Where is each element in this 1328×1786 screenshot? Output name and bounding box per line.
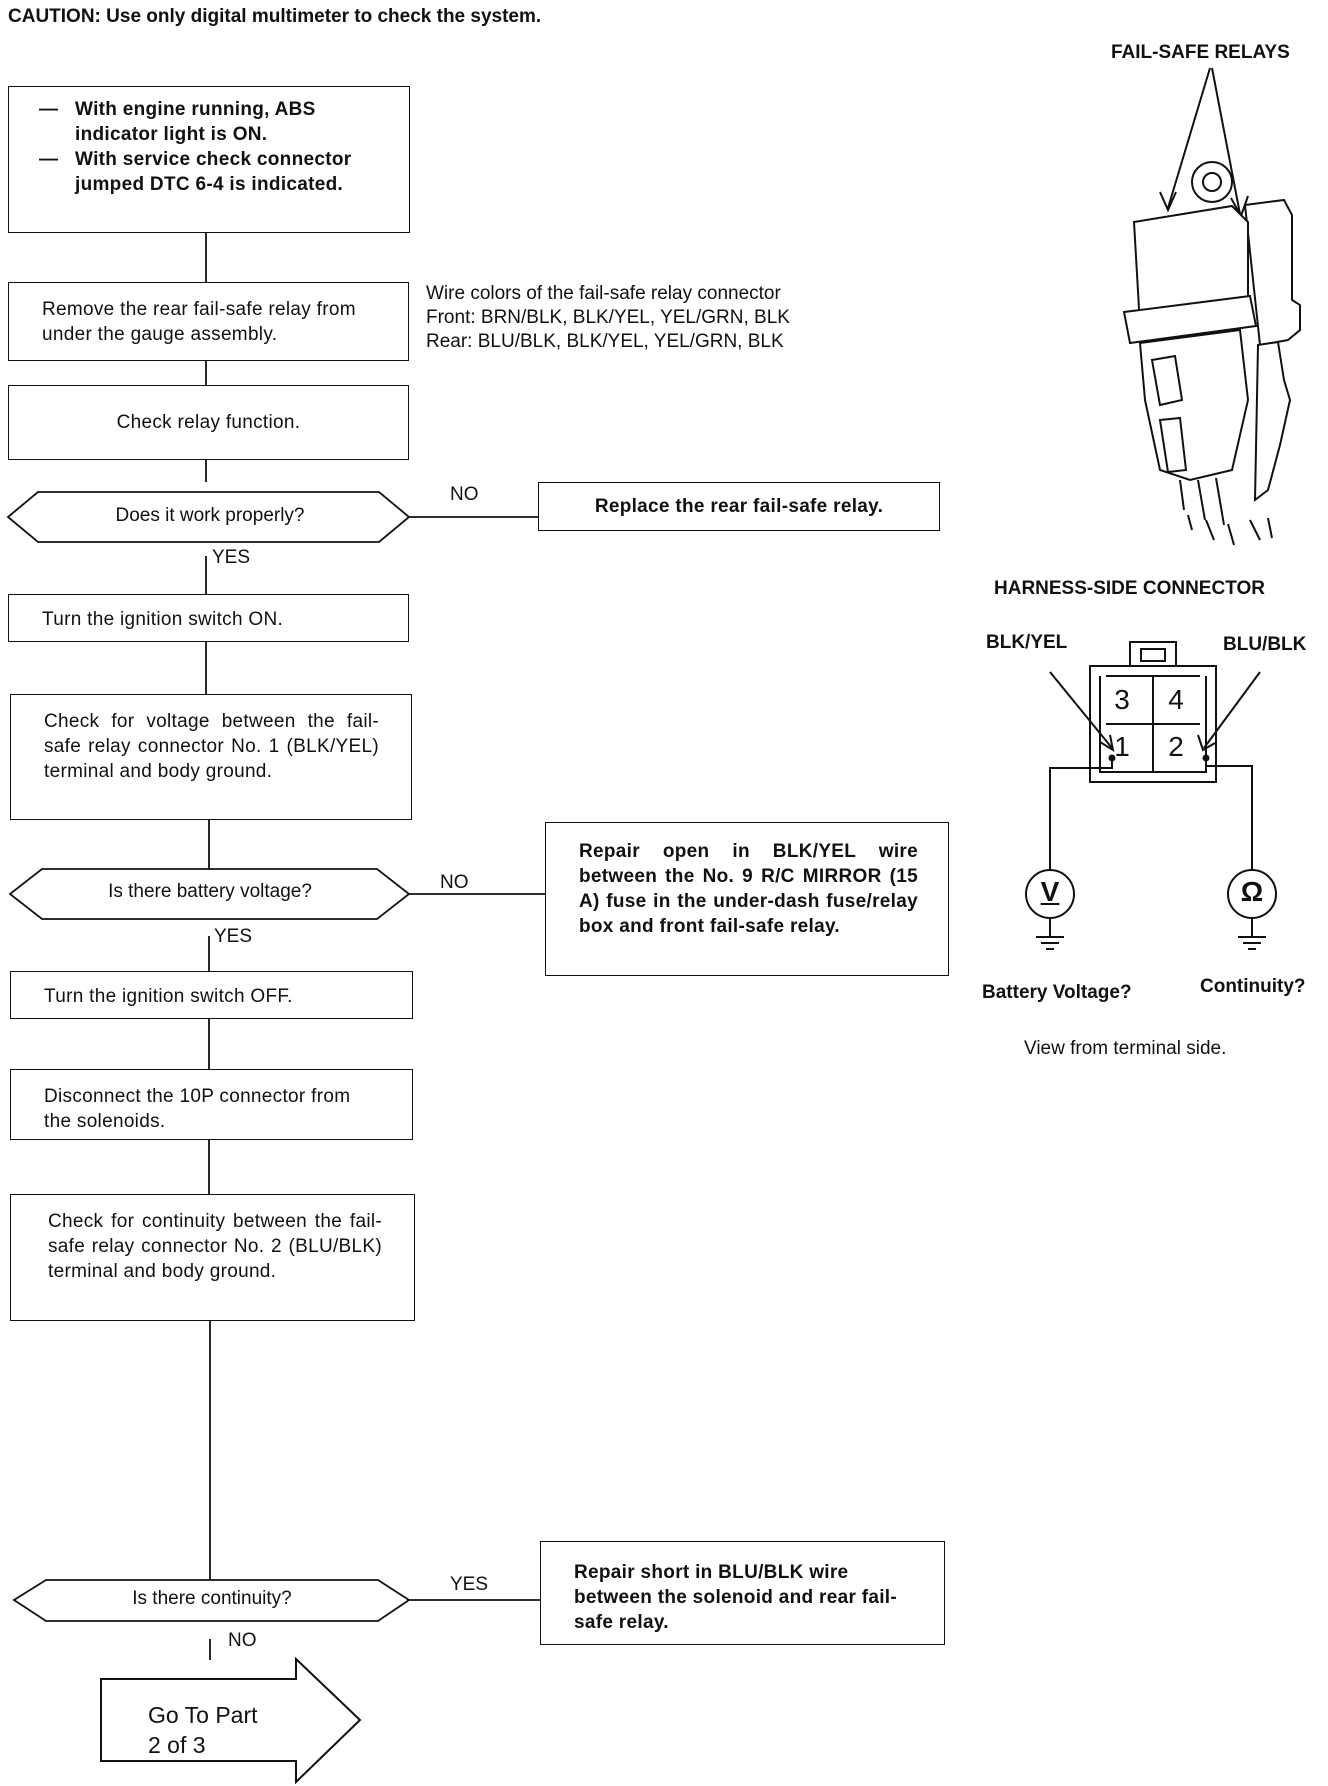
decision-work-label: Does it work properly? [115, 505, 305, 526]
harness-connector-drawing [1025, 641, 1277, 950]
wire-colors-rear: Rear: BLU/BLK, BLK/YEL, YEL/GRN, BLK [426, 330, 784, 352]
start-condition-list: With engine running, ABS indicator light… [9, 87, 409, 197]
repair-open-box: Repair open in BLK/YEL wire between the … [545, 822, 949, 976]
answer-yes-work: YES [212, 547, 251, 568]
ohmmeter-icon: Ω [1240, 876, 1264, 907]
ignition-on-box: Turn the ignition switch ON. [8, 594, 409, 642]
repair-short-box: Repair short in BLU/BLK wire between the… [540, 1541, 945, 1645]
view-note: View from terminal side. [1024, 1038, 1227, 1059]
fail-safe-relays-illustration [1122, 67, 1301, 546]
wire-label-blu-blk: BLU/BLK [1223, 634, 1307, 655]
terminal-3: 3 [1114, 684, 1130, 715]
goto-part-label: Go To Part 2 of 3 [148, 1701, 258, 1761]
continuity-label: Continuity? [1200, 976, 1306, 997]
goto-arrow-shape [100, 1656, 362, 1785]
check-continuity-box: Check for continuity between the fail-sa… [10, 1194, 415, 1321]
caution-text: CAUTION: Use only digital multimeter to … [8, 6, 542, 27]
answer-yes-continuity: YES [450, 1574, 489, 1595]
start-condition-item: With engine running, ABS indicator light… [39, 97, 379, 147]
answer-no-continuity: NO [228, 1630, 257, 1651]
relays-title: FAIL-SAFE RELAYS [1111, 42, 1290, 63]
terminal-4: 4 [1168, 684, 1184, 715]
start-condition-item: With service check connector jumped DTC … [39, 147, 379, 197]
ignition-off-box: Turn the ignition switch OFF. [10, 971, 413, 1019]
decision-work-shape [6, 491, 411, 543]
check-voltage-box: Check for voltage between the fail-safe … [10, 694, 412, 820]
wire-label-blk-yel: BLK/YEL [986, 632, 1068, 653]
remove-relay-box: Remove the rear fail-safe relay from und… [8, 282, 409, 361]
answer-no-voltage: NO [440, 872, 469, 893]
connector-title: HARNESS-SIDE CONNECTOR [994, 578, 1265, 599]
goto-line-2: 2 of 3 [148, 1731, 206, 1758]
decision-voltage-shape [8, 868, 411, 920]
answer-yes-voltage: YES [214, 926, 253, 947]
terminal-1: 1 [1114, 731, 1130, 762]
wire-colors-title: Wire colors of the fail-safe relay conne… [426, 283, 781, 304]
disconnect-connector-box: Disconnect the 10P connector from the so… [10, 1069, 413, 1140]
decision-continuity-label: Is there continuity? [132, 1588, 292, 1609]
goto-line-1: Go To Part [148, 1702, 258, 1728]
battery-voltage-label: Battery Voltage? [982, 982, 1132, 1003]
voltmeter-icon: V [1040, 876, 1060, 907]
answer-no-work: NO [450, 484, 479, 505]
terminal-2: 2 [1168, 731, 1184, 762]
start-condition-box: With engine running, ABS indicator light… [8, 86, 410, 233]
check-relay-box: Check relay function. [8, 385, 409, 460]
decision-continuity-shape [12, 1579, 411, 1622]
wire-colors-note: Wire colors of the fail-safe relay conne… [426, 282, 790, 354]
wire-colors-front: Front: BRN/BLK, BLK/YEL, YEL/GRN, BLK [426, 306, 790, 328]
decision-voltage-label: Is there battery voltage? [108, 881, 312, 902]
replace-relay-box: Replace the rear fail-safe relay. [538, 482, 940, 531]
